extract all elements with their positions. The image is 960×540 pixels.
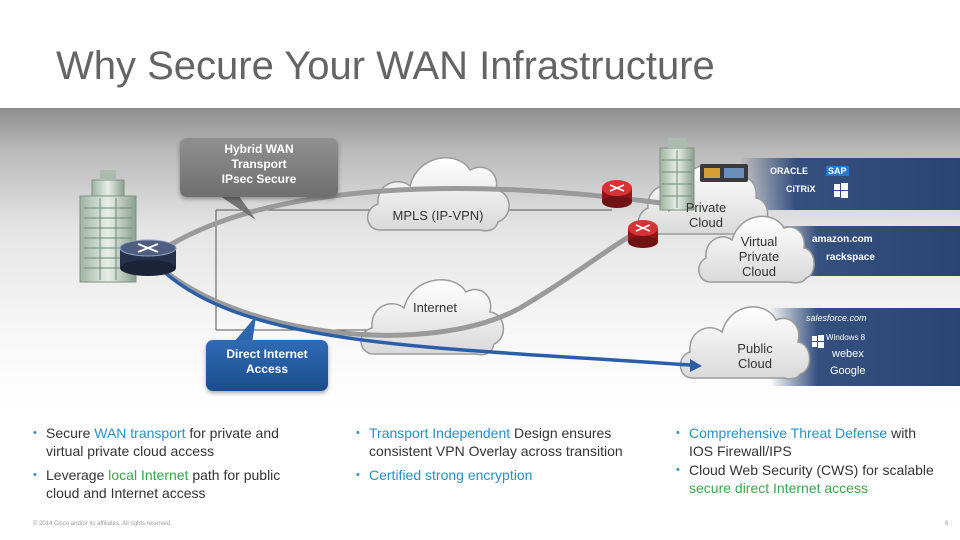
private-cloud-vendor-strip (740, 158, 960, 210)
mpls-cloud-label: MPLS (IP-VPN) (392, 208, 484, 223)
salesforce-logo: salesforce.com (806, 313, 867, 323)
diagram-canvas (79, 138, 960, 386)
bullet-item: Comprehensive Threat Defense with IOS Fi… (676, 424, 938, 460)
page-number: 8 (945, 521, 949, 527)
direct-internet-path (148, 256, 691, 367)
direct-callout-pointer (234, 316, 256, 344)
windows-logo-icon (812, 183, 848, 348)
bullet-item: Transport Independent Design ensures con… (356, 424, 626, 460)
arrow-head-public (690, 359, 702, 372)
public-cloud-shape (679, 306, 811, 380)
public-cloud-label: Public Cloud (737, 341, 773, 371)
server-icon (700, 164, 748, 182)
datacenter-building-icon (659, 138, 695, 211)
wan-path-private-cloud (148, 186, 669, 261)
wan-path-virtual-cloud (148, 223, 651, 338)
hybrid-wan-callout: Hybrid WAN Transport IPsec Secure (180, 138, 338, 197)
copyright-footer: © 2014 Cisco and/or its affiliates. All … (33, 521, 172, 527)
virtual-private-cloud-label: Virtual Private Cloud (738, 234, 780, 279)
sap-logo: SAP (826, 166, 849, 176)
bullets-column-2: Transport Independent Design ensures con… (356, 424, 626, 490)
private-cloud-label: Private Cloud (685, 200, 727, 230)
oracle-logo: ORACLE (770, 166, 808, 176)
bullets-column-3: Comprehensive Threat Defense with IOS Fi… (676, 424, 938, 503)
router-icon (119, 239, 177, 276)
router-icon (628, 220, 658, 248)
bullet-item: Leverage local Internet path for public … (33, 466, 303, 502)
internet-cloud-label: Internet (412, 300, 458, 315)
bullet-item: Certified strong encryption (356, 466, 626, 484)
windows8-logo: Windows 8 (826, 333, 866, 342)
amazon-logo: amazon.com (812, 234, 873, 245)
google-logo: Google (830, 365, 866, 377)
hybrid-callout-pointer (214, 192, 256, 220)
bullet-item: Secure WAN transport for private and vir… (33, 424, 303, 460)
rackspace-logo: rackspace (826, 252, 875, 263)
bullets-column-1: Secure WAN transport for private and vir… (33, 424, 303, 508)
page-title: Why Secure Your WAN Infrastructure (56, 44, 715, 88)
webex-logo: webex (832, 348, 864, 360)
bullet-item: Cloud Web Security (CWS) for scalable se… (676, 461, 938, 497)
router-icon (602, 180, 632, 208)
direct-internet-callout: Direct Internet Access (206, 340, 328, 391)
virtual-cloud-shape (698, 215, 815, 284)
mpls-cloud-shape (367, 157, 510, 232)
citrix-logo: CiTRiX (786, 184, 816, 194)
wan-diagram: MPLS (IP-VPN) Internet Private Cloud Vir… (0, 108, 960, 406)
